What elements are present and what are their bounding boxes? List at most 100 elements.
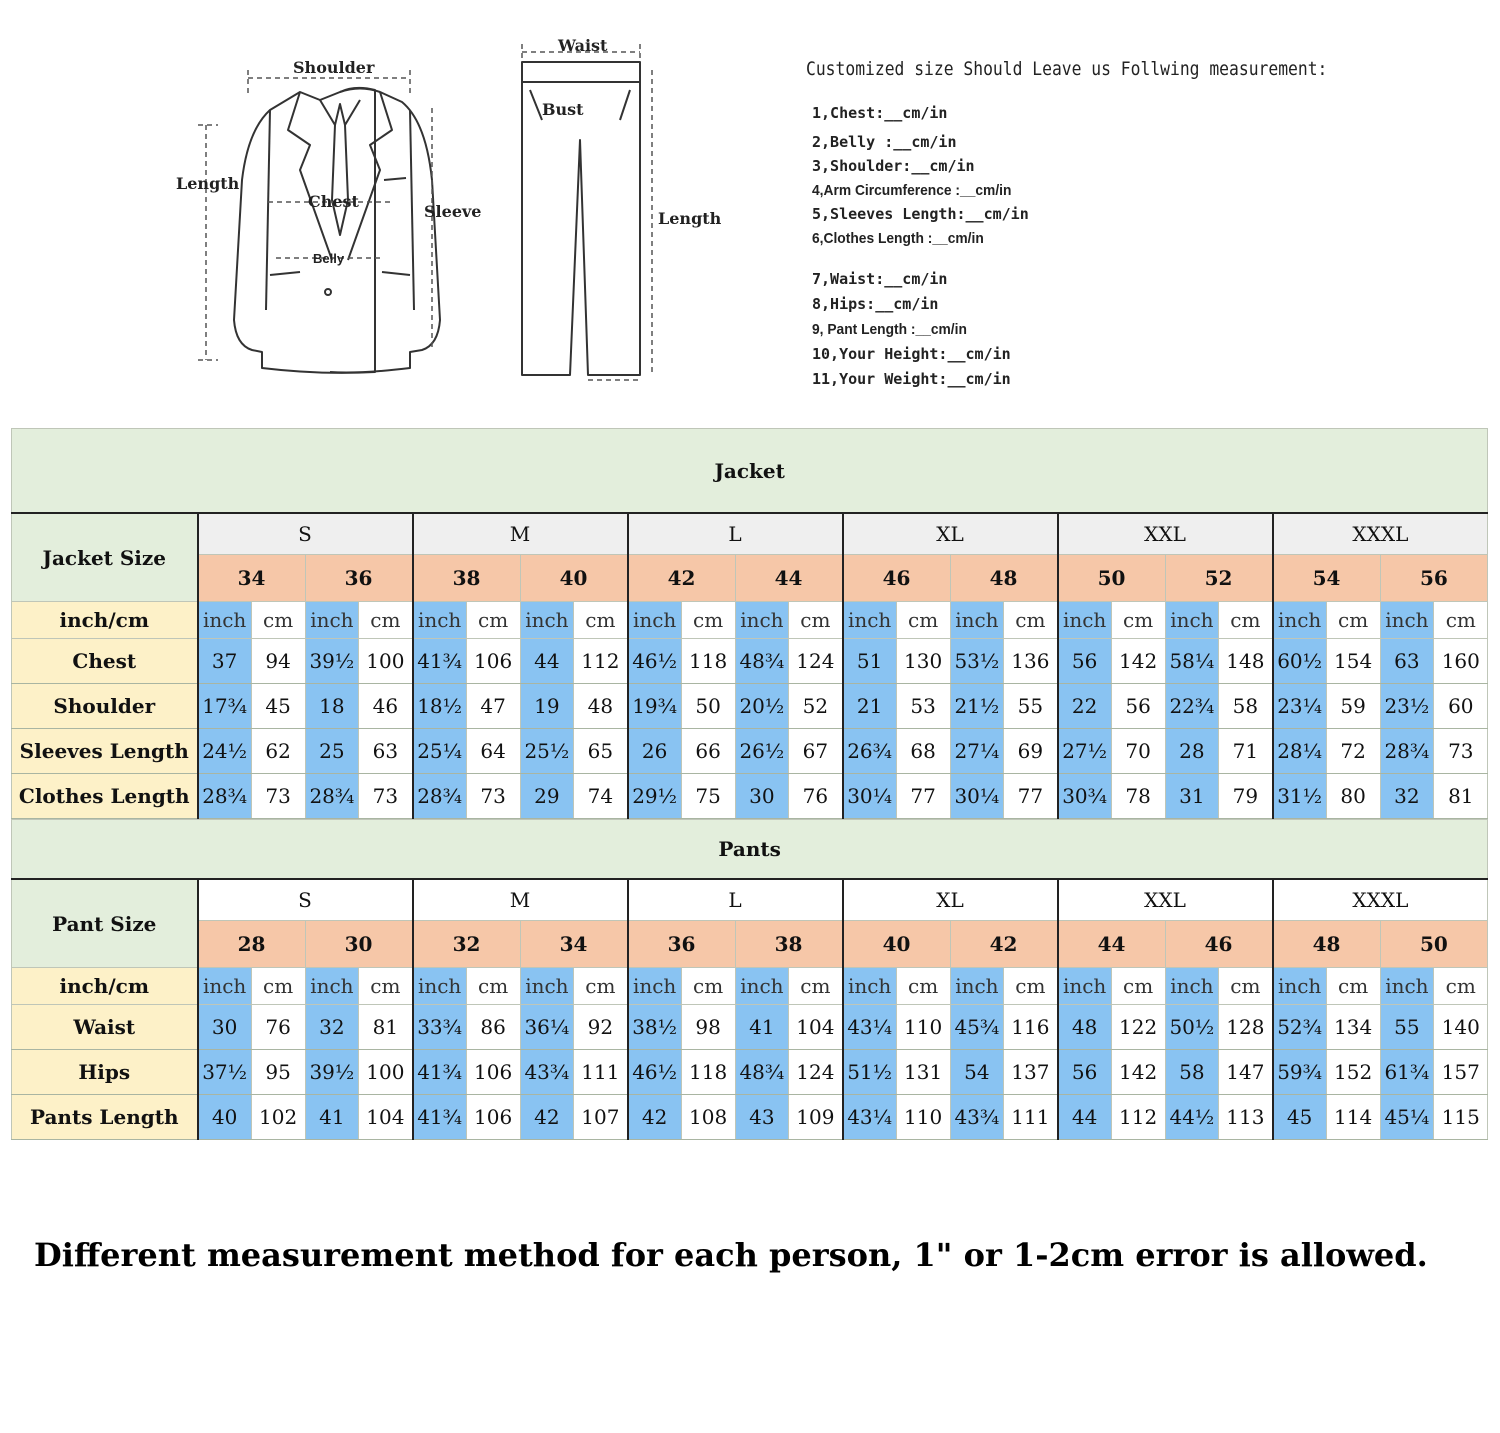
pants-cell-inch: 55 [1379,1004,1435,1050]
jacket-cell-inch: 28¾ [411,773,467,819]
jacket-unit-cm: cm [358,601,413,639]
jacket-row-label: Chest [11,638,199,684]
pants-cell-cm: 109 [788,1094,843,1140]
pants-cell-cm: 92 [573,1004,628,1050]
pants-cell-cm: 124 [788,1049,843,1095]
pants-row-label: Waist [11,1004,199,1050]
jacket-unit-inch: inch [1164,601,1220,639]
jacket-cell-inch: 22¾ [1164,683,1220,729]
jacket-cell-cm: 100 [358,638,413,684]
jacket-cell-inch: 60½ [1271,638,1327,684]
pants-cell-cm: 147 [1218,1049,1273,1095]
jacket-cell-inch: 53½ [949,638,1005,684]
jacket-unit-label: inch/cm [11,601,199,639]
jacket-cell-inch: 22 [1056,683,1112,729]
pants-cell-cm: 142 [1110,1049,1166,1095]
jacket-cell-cm: 112 [573,638,628,684]
pants-unit-cm: cm [573,967,628,1005]
jacket-unit-inch: inch [1271,601,1327,639]
jacket-cell-cm: 136 [1003,638,1058,684]
pants-unit-cm: cm [680,967,736,1005]
jacket-unit-cm: cm [1218,601,1273,639]
pants-cell-inch: 58 [1164,1049,1220,1095]
pants-cell-cm: 104 [358,1094,413,1140]
jacket-size-38: 38 [411,554,521,602]
jacket-unit-inch: inch [411,601,467,639]
jacket-cell-inch: 39½ [304,638,360,684]
jacket-size-34: 34 [196,554,306,602]
pants-cell-cm: 137 [1003,1049,1058,1095]
pants-cell-cm: 140 [1433,1004,1489,1050]
pants-size-46: 46 [1164,920,1273,968]
pants-size-40: 40 [841,920,951,968]
measure-item-height: 10,Your Height:__cm/in [812,345,1011,363]
measure-item-pant-length: 9, Pant Length :__cm/in [812,321,967,338]
pants-cell-cm: 81 [358,1004,413,1050]
jacket-unit-cm: cm [465,601,521,639]
pants-unit-cm: cm [1218,967,1273,1005]
pants-unit-cm: cm [358,967,413,1005]
jacket-cell-cm: 67 [788,728,843,774]
measure-item-waist: 7,Waist:__cm/in [812,270,948,288]
pants-length-label: Length [658,209,722,228]
pants-cell-cm: 114 [1325,1094,1381,1140]
pants-cell-cm: 131 [895,1049,951,1095]
jacket-cell-inch: 44 [519,638,575,684]
jacket-unit-cm: cm [573,601,628,639]
pants-cell-cm: 108 [680,1094,736,1140]
jacket-cell-cm: 94 [250,638,306,684]
measure-item-clothes: 6,Clothes Length :__cm/in [812,230,984,247]
jacket-cell-inch: 27¼ [949,728,1005,774]
jacket-group-xl: XL [841,512,1058,555]
jacket-cell-inch: 25½ [519,728,575,774]
jacket-cell-cm: 68 [895,728,951,774]
jacket-cell-cm: 80 [1325,773,1381,819]
pants-size-32: 32 [411,920,521,968]
jacket-length-label: Length [176,174,240,193]
pants-row-label: Hips [11,1049,199,1095]
measure-item-arm: 4,Arm Circumference :__cm/in [812,182,1012,199]
bust-label: Bust [542,100,584,119]
jacket-cell-inch: 25¼ [411,728,467,774]
pants-group-xl: XL [841,878,1058,921]
jacket-cell-cm: 60 [1433,683,1489,729]
jacket-size-54: 54 [1271,554,1381,602]
pants-cell-cm: 134 [1325,1004,1381,1050]
pants-cell-cm: 110 [895,1004,951,1050]
garment-illustration [198,44,653,381]
pants-cell-inch: 54 [949,1049,1005,1095]
jacket-cell-cm: 62 [250,728,306,774]
pants-unit-label: inch/cm [11,967,199,1005]
jacket-cell-inch: 28¾ [196,773,252,819]
pants-cell-inch: 44½ [1164,1094,1220,1140]
jacket-unit-cm: cm [1433,601,1489,639]
jacket-unit-inch: inch [1379,601,1435,639]
jacket-cell-inch: 18½ [411,683,467,729]
measurement-diagram: Shoulder Length Sleeve Chest Belly Waist… [170,30,740,390]
pants-cell-inch: 42 [626,1094,682,1140]
jacket-cell-inch: 28 [1164,728,1220,774]
jacket-cell-cm: 73 [250,773,306,819]
jacket-cell-inch: 30 [734,773,790,819]
pants-cell-inch: 59¾ [1271,1049,1327,1095]
pants-group-xxl: XXL [1056,878,1273,921]
pants-cell-cm: 116 [1003,1004,1058,1050]
jacket-cell-inch: 46½ [626,638,682,684]
waist-label: Waist [558,36,608,55]
pants-cell-inch: 43¼ [841,1094,897,1140]
jacket-unit-cm: cm [250,601,306,639]
jacket-unit-inch: inch [949,601,1005,639]
pants-cell-inch: 40 [196,1094,252,1140]
jacket-cell-inch: 29 [519,773,575,819]
pants-cell-cm: 100 [358,1049,413,1095]
jacket-unit-cm: cm [788,601,843,639]
jacket-group-s: S [196,512,413,555]
jacket-size-44: 44 [734,554,843,602]
jacket-group-xxxl: XXXL [1271,512,1489,555]
pants-title: Pants [10,819,1489,880]
jacket-cell-cm: 56 [1110,683,1166,729]
sleeve-label: Sleeve [424,202,482,221]
pants-cell-cm: 104 [788,1004,843,1050]
jacket-cell-inch: 21 [841,683,897,729]
